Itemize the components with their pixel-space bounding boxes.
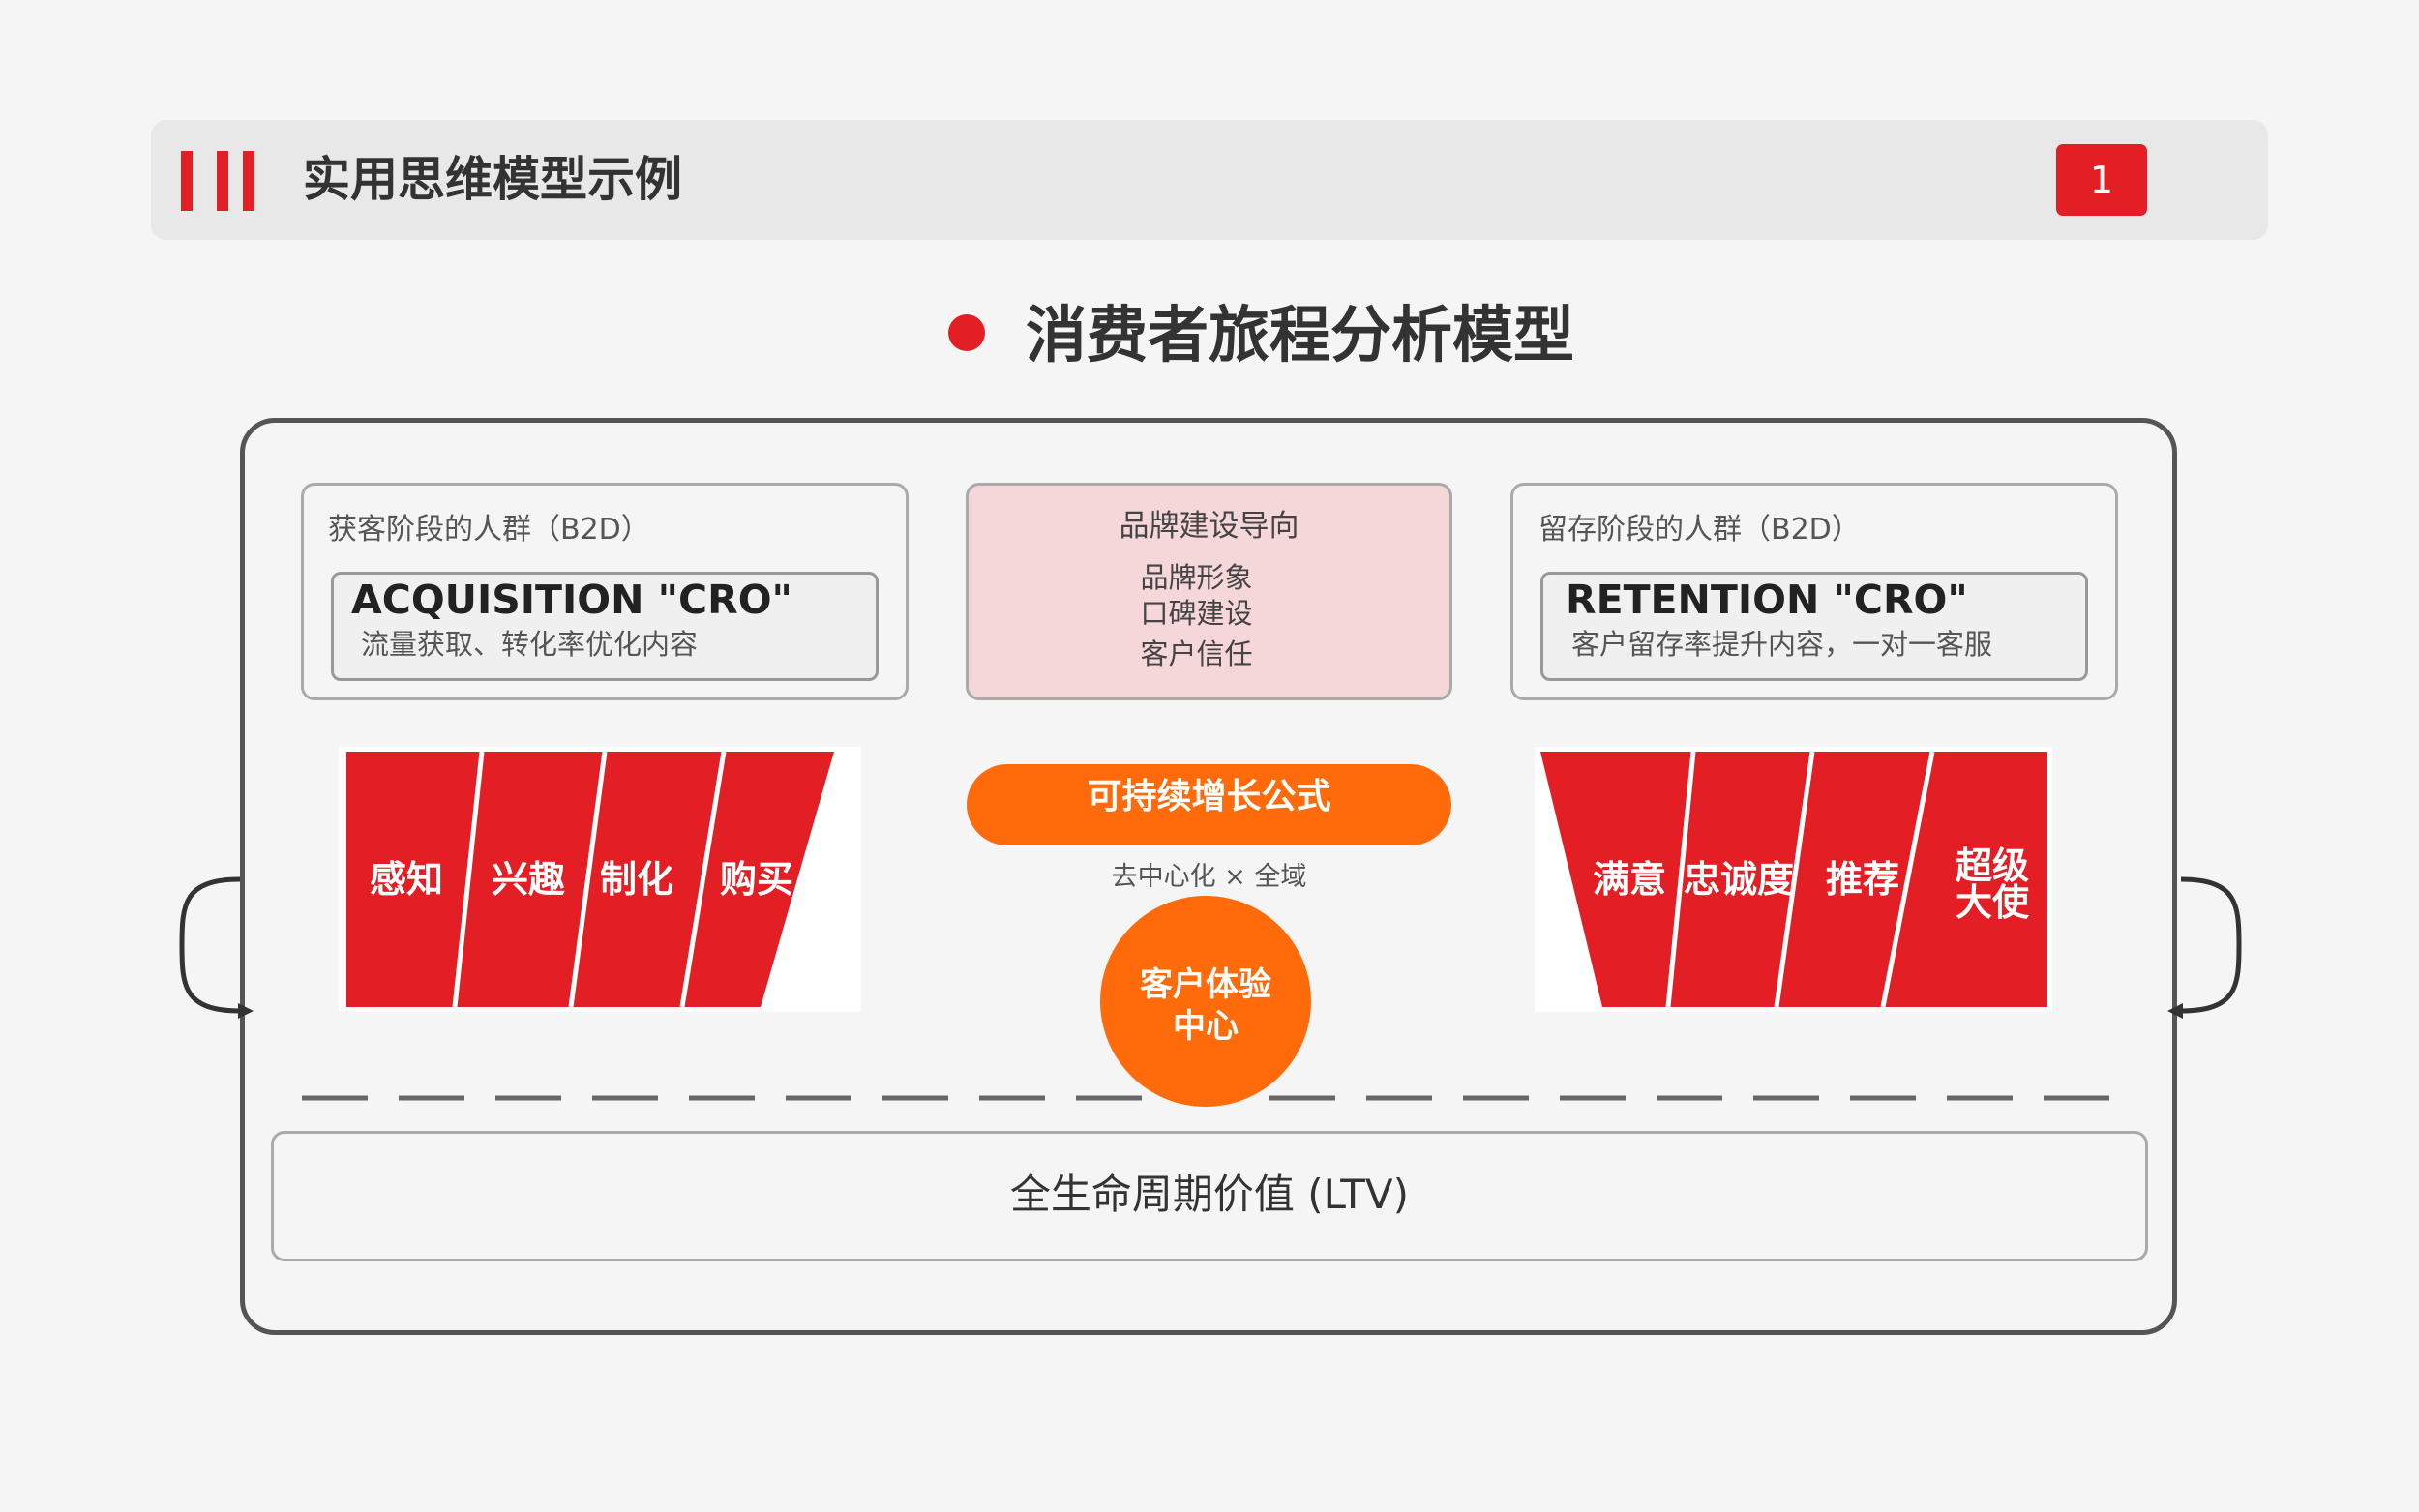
stage-label: 制化 bbox=[600, 858, 673, 901]
ltv-label: 全生命周期价值 (LTV) bbox=[1009, 1171, 1410, 1218]
model-frame bbox=[240, 418, 2177, 1335]
loop-arrow-left-icon bbox=[179, 876, 254, 1019]
ltv-box bbox=[271, 1131, 2148, 1261]
acquisition-heading: ACQUISITION "CRO" bbox=[351, 577, 792, 623]
brand-item: 品牌形象 bbox=[1140, 561, 1253, 594]
page-title: 实用思维模型示例 bbox=[303, 152, 683, 207]
retention-description: 客户留存率提升内容，一对一客服 bbox=[1571, 628, 1993, 661]
stage-label: 超级 bbox=[1956, 845, 2029, 887]
stage-label: 兴趣 bbox=[492, 858, 565, 901]
stage-label: 感知 bbox=[370, 858, 443, 901]
retention-funnel: 满意 忠诚度 推荐 超级 大使 bbox=[1535, 747, 2052, 1012]
header-stripe bbox=[181, 151, 193, 211]
brand-item: 客户信任 bbox=[1140, 637, 1253, 670]
growth-formula-pill: 可持续增长公式 bbox=[967, 764, 1451, 845]
brand-item: 口碑建设 bbox=[1140, 597, 1253, 630]
circle-label: 中心 bbox=[1173, 1007, 1239, 1046]
retention-cro-box bbox=[1540, 572, 2088, 681]
acquisition-funnel: 感知 兴趣 制化 购买 bbox=[339, 747, 861, 1012]
page-number-badge: 1 bbox=[2056, 144, 2147, 216]
stage-label: 大使 bbox=[1956, 881, 2030, 924]
loop-arrow-right-icon bbox=[2167, 876, 2242, 1019]
stage-label: 购买 bbox=[720, 858, 793, 901]
customer-experience-circle bbox=[1100, 896, 1311, 1107]
acquisition-group-title: 获客阶段的人群（B2D） bbox=[328, 513, 650, 547]
acquisition-cro-box bbox=[331, 572, 879, 681]
header-stripe bbox=[217, 151, 228, 211]
brand-guidance-box bbox=[966, 483, 1452, 700]
brand-title: 品牌建设导向 bbox=[1119, 509, 1299, 544]
formula-caption: 去中心化 × 全域 bbox=[1111, 862, 1307, 892]
circle-label: 客户体验 bbox=[1140, 965, 1271, 1004]
stage-label: 忠诚度 bbox=[1684, 858, 1794, 901]
retention-heading: RETENTION "CRO" bbox=[1566, 577, 1968, 623]
header-stripe bbox=[243, 151, 254, 211]
diagram-title: 消费者旅程分析模型 bbox=[1026, 300, 1574, 371]
acquisition-description: 流量获取、转化率优化内容 bbox=[361, 628, 699, 661]
stage-label: 满意 bbox=[1593, 858, 1666, 901]
bullet-dot-icon bbox=[948, 314, 985, 351]
stage-label: 推荐 bbox=[1826, 858, 1899, 901]
header-bar bbox=[151, 120, 2268, 240]
retention-group-title: 留存阶段的人群（B2D） bbox=[1538, 513, 1861, 547]
